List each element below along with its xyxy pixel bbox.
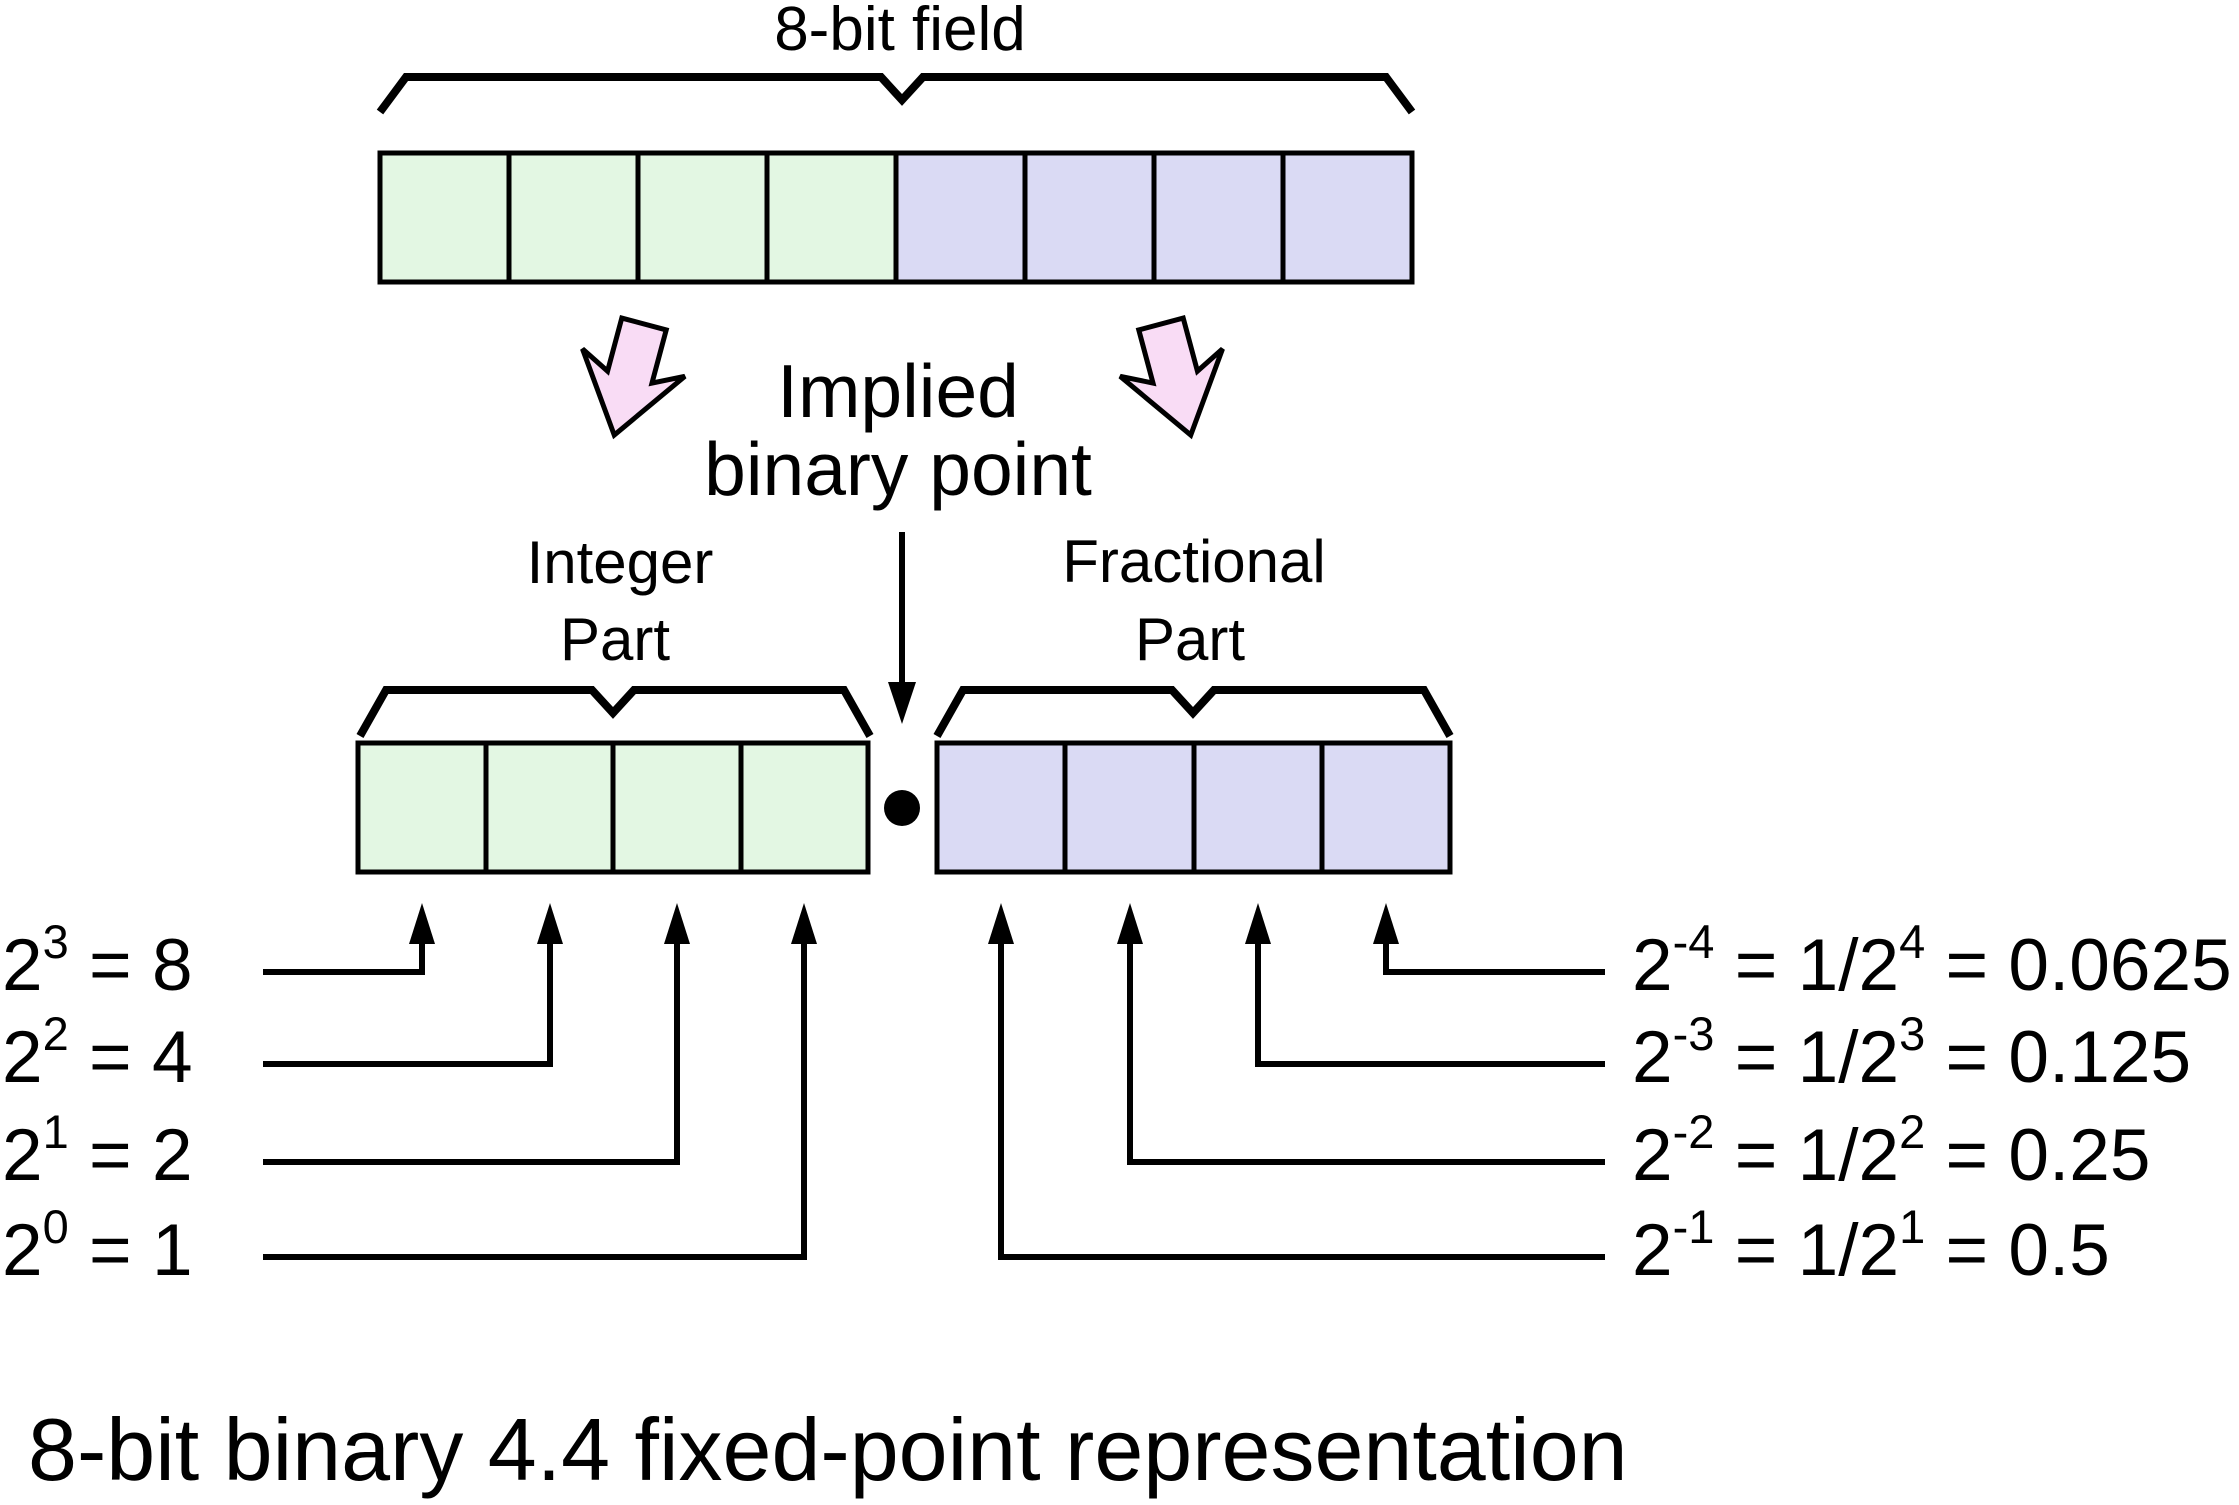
eight-bit-field-label: 8-bit field: [774, 0, 1026, 64]
top-brace: [376, 73, 1416, 115]
label-2pow-1: 2-1 = 1/21 = 0.5: [1632, 1200, 2110, 1291]
arrow-2pow-3-line: [1255, 938, 1605, 1067]
arrow-2pow3-line: [263, 938, 425, 975]
fractional-weight-labels: 2-4 = 1/24 = 0.0625 2-3 = 1/23 = 0.125 2…: [1632, 915, 2232, 1291]
fractional-bit-row: [934, 740, 1453, 875]
arrow-2pow-4-line: [1383, 938, 1605, 975]
arrow-2pow-2-line: [1127, 938, 1605, 1165]
label-2pow-3: 2-3 = 1/23 = 0.125: [1632, 1007, 2191, 1098]
integer-weight-arrows: [263, 903, 817, 1260]
arrow-2pow0-line: [263, 938, 807, 1260]
arrow-2pow-1-line: [998, 938, 1605, 1260]
label-2pow1: 21 = 2: [2, 1105, 193, 1196]
bit-cell-int-2: [483, 740, 616, 875]
implied-point-arrow: [888, 532, 916, 724]
label-2pow2: 22 = 4: [2, 1007, 193, 1098]
binary-point-dot: [884, 790, 920, 826]
bit-cell-frac-3: [1191, 740, 1325, 875]
bit-cell-top-5: [893, 150, 1028, 285]
arrow-2pow2-line: [263, 938, 553, 1067]
bit-cell-int-1: [355, 740, 489, 875]
arrow-2pow-2-head-icon: [1117, 903, 1143, 944]
integer-bit-row: [355, 740, 871, 875]
bit-cell-int-4: [738, 740, 871, 875]
fractional-weight-arrows: [988, 903, 1605, 1260]
arrow-2pow0-head-icon: [791, 903, 817, 944]
integer-part-label-line2: Part: [560, 606, 670, 673]
bit-cell-top-4: [764, 150, 899, 285]
down-arrow-left-icon: [580, 314, 687, 440]
bit-cell-frac-2: [1062, 740, 1197, 875]
bit-cell-top-3: [635, 150, 770, 285]
arrow-2pow3-head-icon: [409, 903, 435, 944]
fractional-part-label-line2: Part: [1135, 606, 1245, 673]
label-2pow-4: 2-4 = 1/24 = 0.0625: [1632, 915, 2232, 1006]
implied-binary-point-label-line1: Implied: [777, 349, 1019, 433]
integer-weight-labels: 23 = 8 22 = 4 21 = 2 20 = 1: [2, 915, 193, 1291]
fractional-part-label-line1: Fractional: [1062, 528, 1325, 595]
bit-cell-frac-4: [1319, 740, 1453, 875]
arrow-2pow1-head-icon: [664, 903, 690, 944]
arrow-2pow-3-head-icon: [1245, 903, 1271, 944]
implied-point-arrowhead-icon: [888, 682, 916, 724]
integer-brace: [356, 686, 874, 738]
implied-binary-point-label-line2: binary point: [704, 427, 1092, 511]
down-arrow-right-icon: [1118, 314, 1225, 440]
bit-cell-top-8: [1280, 150, 1415, 285]
bit-cell-top-7: [1151, 150, 1286, 285]
arrow-2pow-4-head-icon: [1373, 903, 1399, 944]
integer-part-label-line1: Integer: [527, 529, 714, 596]
arrow-2pow1-line: [263, 938, 680, 1165]
bit-cell-frac-1: [934, 740, 1068, 875]
label-2pow0: 20 = 1: [2, 1200, 193, 1291]
arrow-2pow2-head-icon: [537, 903, 563, 944]
bit-cell-int-3: [610, 740, 744, 875]
arrow-2pow-1-head-icon: [988, 903, 1014, 944]
bit-cell-top-6: [1022, 150, 1157, 285]
top-bit-row: [377, 150, 1415, 285]
fractional-brace: [933, 686, 1454, 738]
label-2pow-2: 2-2 = 1/22 = 0.25: [1632, 1105, 2151, 1196]
bit-cell-top-1: [377, 150, 512, 285]
diagram-caption: 8-bit binary 4.4 fixed-point representat…: [28, 1400, 1628, 1499]
bit-cell-top-2: [506, 150, 641, 285]
label-2pow3: 23 = 8: [2, 915, 193, 1006]
